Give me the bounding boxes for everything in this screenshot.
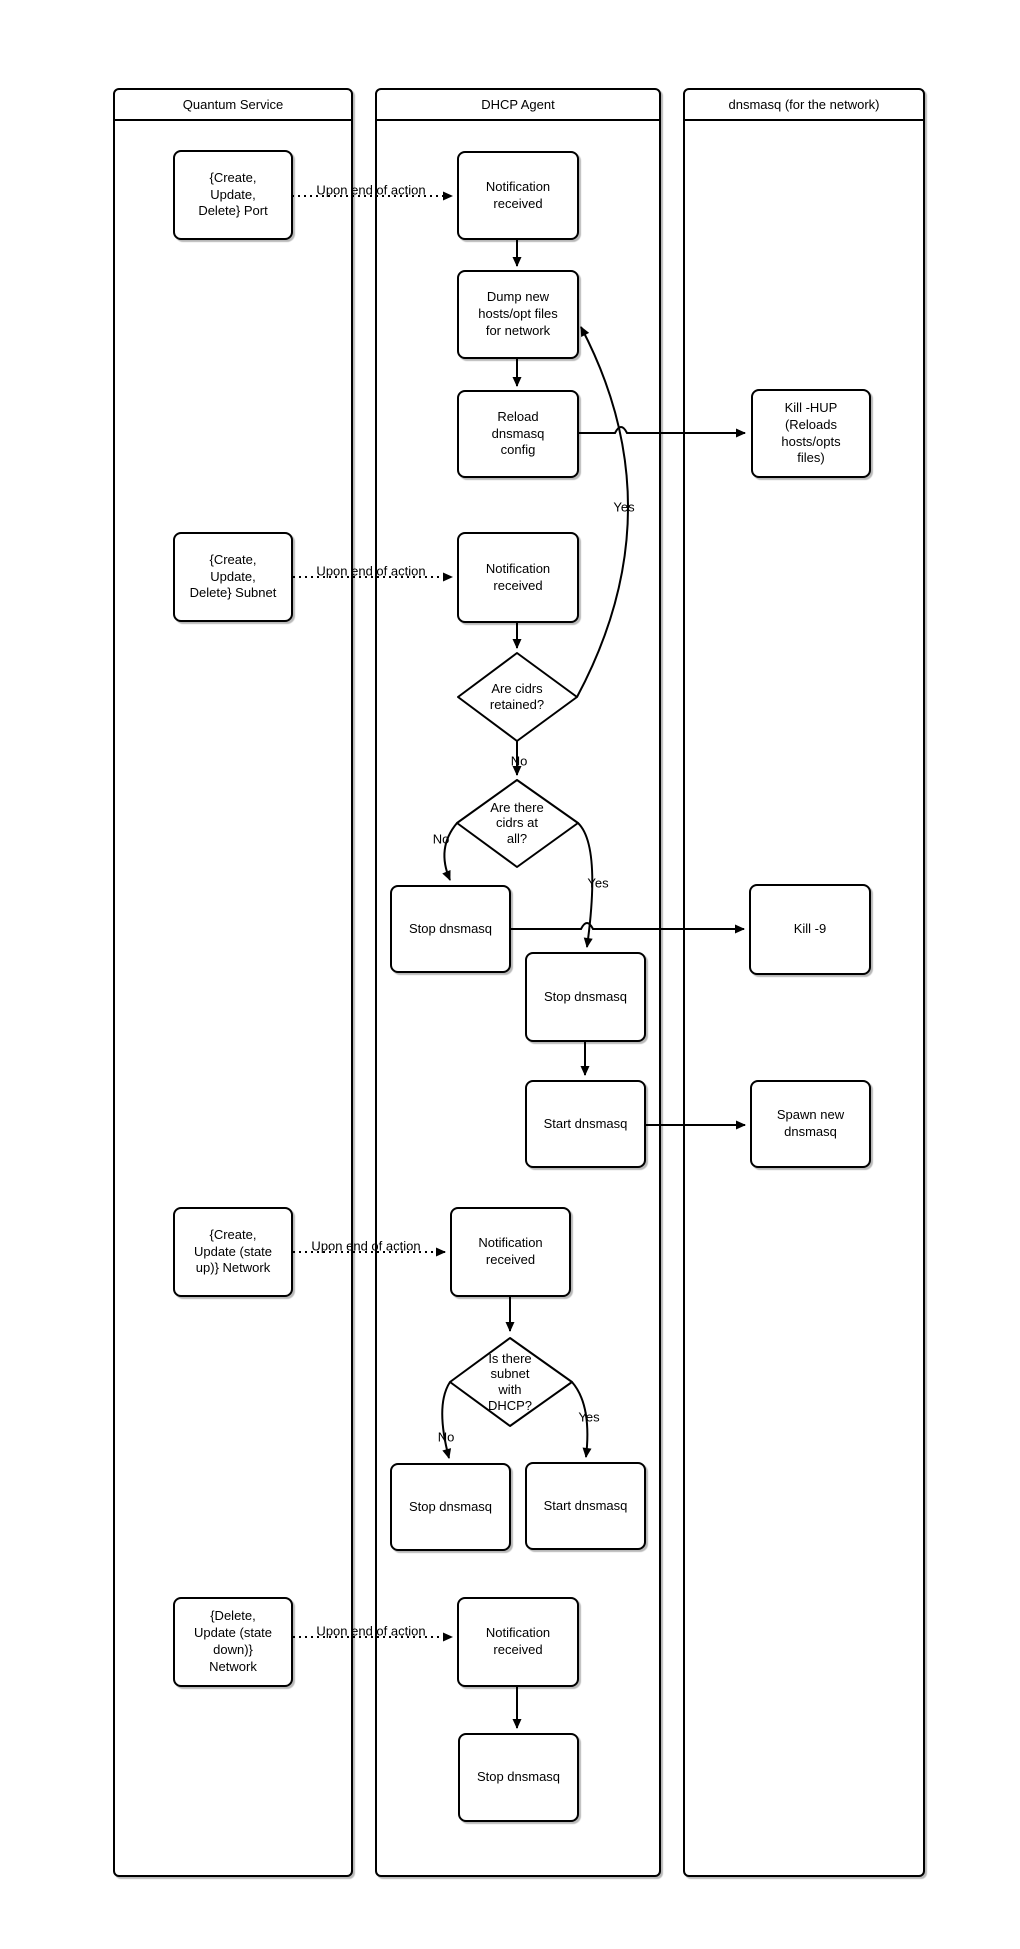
node-delete-update-state-down-network: {Delete, Update (state down)} Network <box>173 1597 293 1687</box>
edge-label-no-subnet-dhcp: No <box>437 1429 455 1445</box>
edge-label-yes-cidrs-at-all: Yes <box>587 875 609 891</box>
decision-cidrs-at-all-label: Are there cidrs at all? <box>490 799 544 846</box>
lane-title: Quantum Service <box>182 97 284 112</box>
lane-dnsmasq: dnsmasq (for the network) <box>683 88 925 1877</box>
lane-quantum-service: Quantum Service <box>113 88 353 1877</box>
node-notification-received-4: Notification received <box>457 1597 579 1687</box>
edge-label-upon-end-of-action-2: Upon end of action <box>316 563 426 579</box>
edge-label-no-cidrs-at-all: No <box>432 831 450 847</box>
lane-header-quantum-service: Quantum Service <box>115 90 351 121</box>
decision-subnet-dhcp-label: Is there subnet with DHCP? <box>487 1350 533 1413</box>
node-kill-hup: Kill -HUP (Reloads hosts/opts files) <box>751 389 871 478</box>
node-spawn-new-dnsmasq: Spawn new dnsmasq <box>750 1080 871 1168</box>
edge-label-upon-end-of-action-1: Upon end of action <box>316 182 426 198</box>
edge-label-no-cidrs-retained: No <box>510 753 528 769</box>
node-stop-dnsmasq-4: Stop dnsmasq <box>458 1733 579 1822</box>
node-notification-received-1: Notification received <box>457 151 579 240</box>
node-create-update-delete-port: {Create, Update, Delete} Port <box>173 150 293 240</box>
edge-label-upon-end-of-action-3: Upon end of action <box>311 1238 421 1254</box>
lane-header-dnsmasq: dnsmasq (for the network) <box>685 90 923 121</box>
node-create-update-state-up-network: {Create, Update (state up)} Network <box>173 1207 293 1297</box>
node-notification-received-2: Notification received <box>457 532 579 623</box>
node-start-dnsmasq-1: Start dnsmasq <box>525 1080 646 1168</box>
node-notification-received-3: Notification received <box>450 1207 571 1297</box>
node-kill-9: Kill -9 <box>749 884 871 975</box>
edge-label-upon-end-of-action-4: Upon end of action <box>316 1623 426 1639</box>
edge-label-yes-cidrs-retained: Yes <box>613 499 635 515</box>
node-dump-hosts-opt-files: Dump new hosts/opt files for network <box>457 270 579 359</box>
node-start-dnsmasq-2: Start dnsmasq <box>525 1462 646 1550</box>
node-reload-dnsmasq-config: Reload dnsmasq config <box>457 390 579 478</box>
node-stop-dnsmasq-1: Stop dnsmasq <box>390 885 511 973</box>
decision-cidrs-retained-label: Are cidrs retained? <box>489 681 545 712</box>
edge-label-yes-subnet-dhcp: Yes <box>578 1409 600 1425</box>
lane-title: dnsmasq (for the network) <box>728 97 880 112</box>
node-create-update-delete-subnet: {Create, Update, Delete} Subnet <box>173 532 293 622</box>
lane-title: DHCP Agent <box>481 97 555 112</box>
node-stop-dnsmasq-2: Stop dnsmasq <box>525 952 646 1042</box>
node-stop-dnsmasq-3: Stop dnsmasq <box>390 1463 511 1551</box>
lane-header-dhcp-agent: DHCP Agent <box>377 90 659 121</box>
